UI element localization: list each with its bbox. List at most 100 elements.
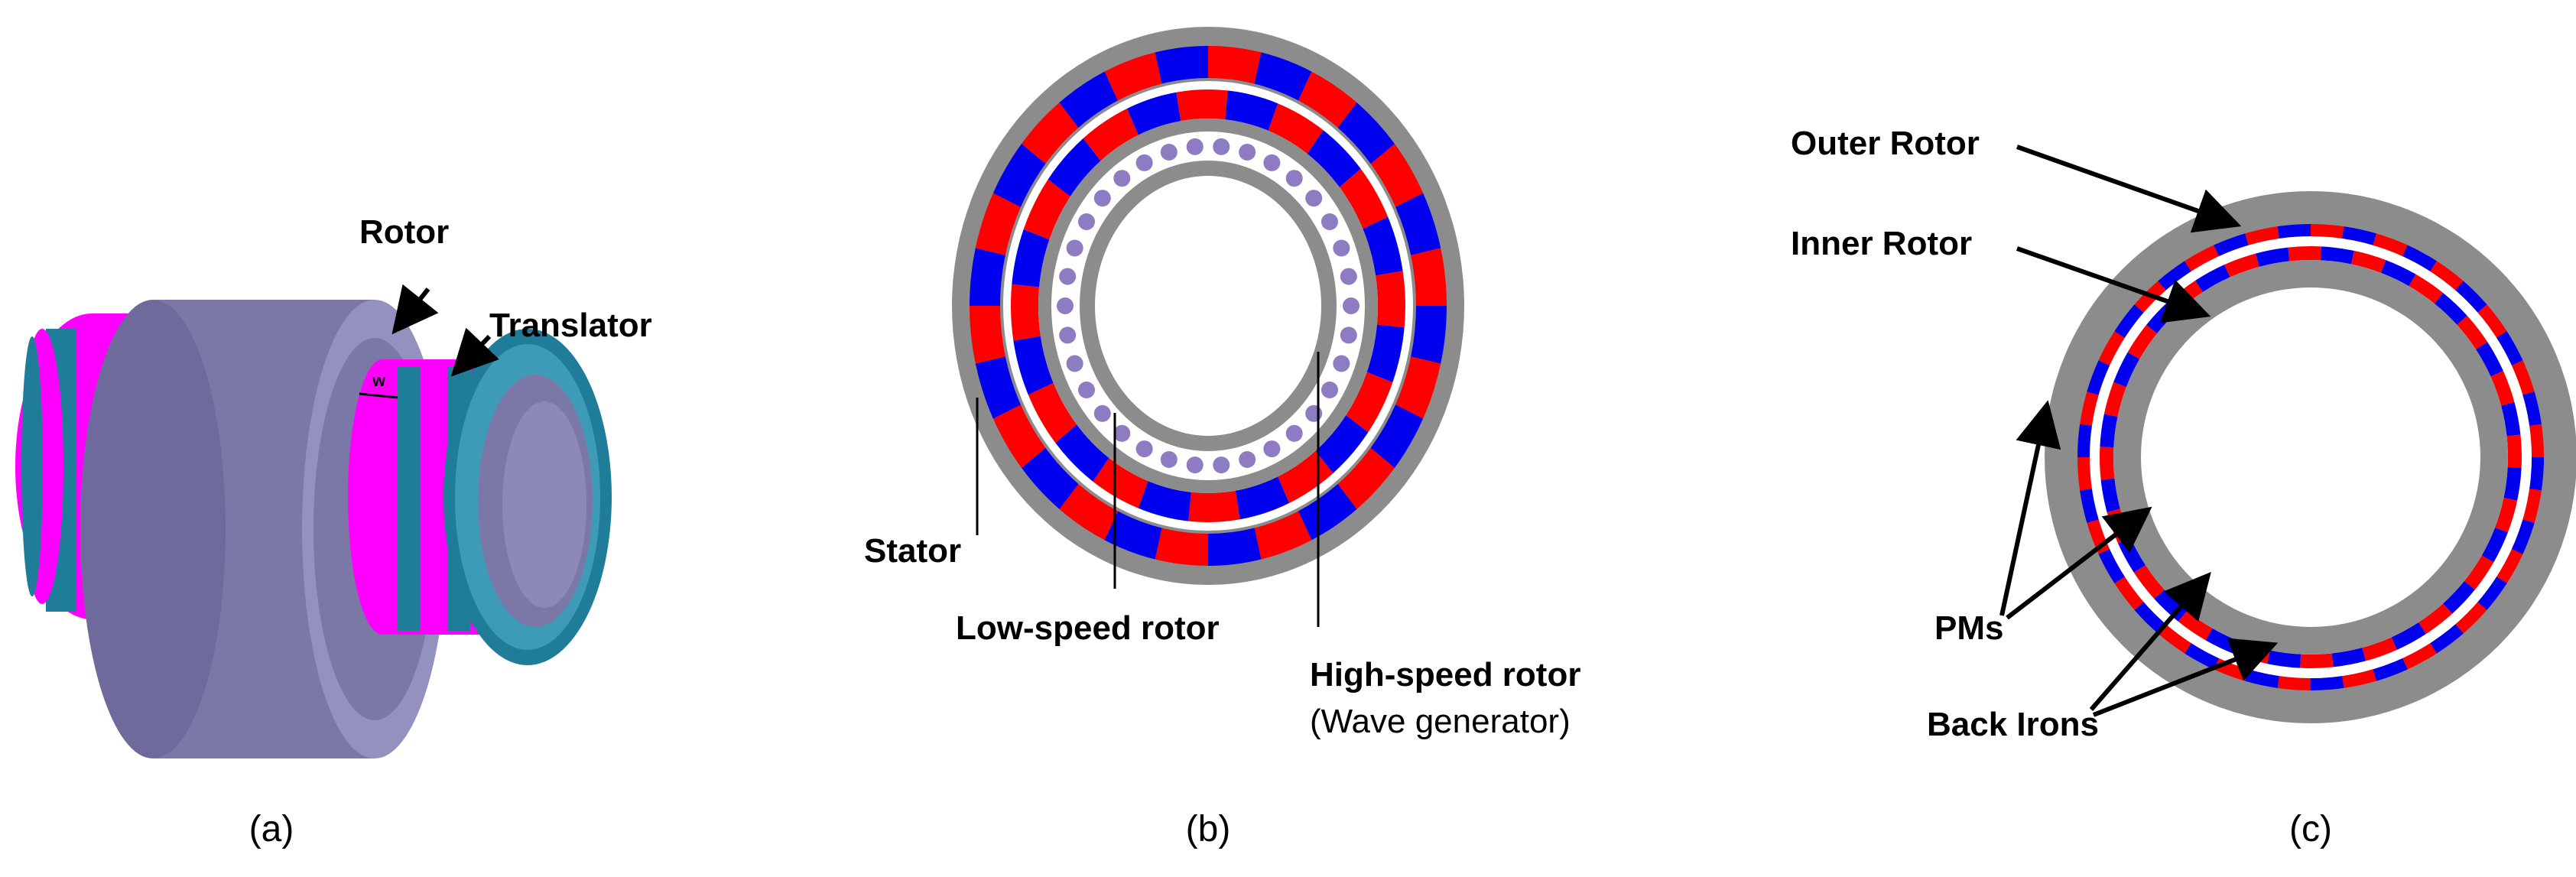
inner-rotor-pm-segment — [2443, 580, 2475, 614]
outer-rotor-pm-segment — [2311, 676, 2344, 690]
inner-rotor-pm-segment — [2481, 527, 2508, 563]
high-speed-rotor-pm-segment — [1225, 90, 1278, 131]
pole-piece — [1320, 382, 1338, 399]
inner-rotor-pm-segment — [2418, 603, 2453, 635]
pole-piece — [1186, 456, 1204, 474]
high-speed-rotor-pm-segment — [1366, 324, 1405, 383]
outer-rotor-pm-segment — [2373, 658, 2408, 681]
pole-piece — [1285, 424, 1303, 442]
back-irons-arrow-outer — [2092, 638, 2279, 717]
caption-c: (c) — [2289, 809, 2332, 849]
pole-piece — [1305, 404, 1323, 422]
inner-rotor-label: Inner Rotor — [1791, 225, 1972, 262]
bore — [2141, 287, 2480, 627]
pole-piece — [1213, 138, 1230, 155]
outer-rotor-pm-segment — [2402, 245, 2437, 271]
inner-rotor-pm-segment — [2103, 382, 2126, 417]
outer-rotor-pm-segment — [2277, 224, 2311, 239]
pole-piece — [1285, 170, 1303, 187]
stator-pm-segment — [1337, 447, 1395, 509]
stator-pm-segment — [992, 404, 1046, 468]
pole-piece — [1343, 297, 1359, 314]
wave-generator-label: (Wave generator) — [1310, 703, 1571, 740]
stator-pm-segment — [975, 193, 1021, 255]
high-speed-rotor-pm-segment — [1083, 109, 1139, 161]
outer-rotor-pm-segment — [2114, 577, 2144, 610]
high-speed-rotor-pm-segment — [1028, 382, 1077, 443]
stator-pm-segment — [1411, 248, 1447, 306]
stator-pm-segment — [1395, 356, 1441, 419]
outer-rotor-pm-segment — [2245, 226, 2279, 245]
outer-rotor-pm-segment — [2080, 391, 2099, 426]
pole-piece — [1113, 424, 1131, 442]
inner-rotor-pm-segment — [2320, 246, 2354, 265]
inner-rotor-pm-segment — [2391, 622, 2426, 650]
outer-rotor-arrow — [2016, 145, 2242, 233]
rotor-label: Rotor — [359, 213, 449, 251]
panel-c-coaxial-gear: Outer Rotor Inner Rotor PMs Back Irons (… — [1791, 125, 2576, 849]
stator-pm-segment — [970, 248, 1005, 306]
inner-rotor-pm-segment — [2380, 260, 2416, 287]
pole-piece — [1059, 268, 1077, 285]
outer-rotor-pm-segment — [2529, 457, 2544, 491]
outer-rotor-pm-segment — [2522, 489, 2542, 523]
inner-rotor-pm-segment — [2100, 478, 2120, 513]
outer-rotor-pm-segment — [2098, 331, 2125, 365]
pms-label: PMs — [1934, 609, 2003, 647]
pole-piece — [1239, 451, 1256, 469]
pole-piece — [1333, 355, 1350, 372]
outer-rotor-pm-segment — [2134, 602, 2166, 634]
outer-rotor-pm-segment — [2455, 602, 2487, 634]
high-speed-rotor-pm-segment — [1013, 336, 1054, 395]
outer-rotor-label: Outer Rotor — [1791, 125, 1980, 162]
outer-rotor-pm-segment — [2496, 331, 2523, 365]
outer-rotor-pm-segment — [2373, 233, 2408, 257]
pole-piece — [1057, 297, 1074, 314]
pole-piece — [1305, 190, 1323, 207]
high-speed-rotor-pm-segment — [1012, 229, 1050, 287]
stator-pm-segment — [1254, 52, 1312, 101]
inner-rotor-pm-segment — [2503, 466, 2522, 501]
high-speed-rotor-pm-segment — [1126, 92, 1181, 135]
pole-piece — [1113, 170, 1131, 187]
inner-rotor-pm-segment — [2506, 434, 2522, 468]
outer-rotor-pm-segment — [2098, 549, 2125, 583]
low-speed-rotor-label: Low-speed rotor — [956, 609, 1220, 647]
pole-piece — [1333, 239, 1350, 257]
high-speed-rotor-label: High-speed rotor — [1310, 656, 1580, 693]
outer-rotor-pm-segment — [2077, 424, 2092, 457]
outer-rotor-pm-segment — [2214, 233, 2249, 257]
high-speed-rotor-pm-segment — [1346, 372, 1393, 433]
high-speed-rotor-pm-segment — [1268, 103, 1324, 154]
stator-pm-segment — [1411, 306, 1447, 364]
pole-piece — [1135, 440, 1153, 458]
inner-rotor-pm-segment — [2255, 247, 2290, 267]
stator-pm-segment — [1155, 46, 1208, 84]
stator-pm-segment — [1298, 71, 1357, 128]
outer-rotor-pm-segment — [2511, 360, 2535, 395]
inner-rotor-pm-segment — [2288, 246, 2321, 261]
stator-pm-segment — [1022, 102, 1079, 164]
outer-rotor-pm-segment — [2496, 549, 2523, 583]
stator-pm-segment — [1022, 447, 1079, 509]
back-irons-arrow-inner — [2089, 571, 2211, 711]
translator-right-section — [348, 329, 612, 665]
outer-rotor-pm-segment — [2277, 676, 2311, 690]
gap-width-label: w — [372, 371, 386, 390]
pole-piece — [1066, 239, 1083, 257]
inner-rotor-pm-segment — [2362, 637, 2397, 661]
stator-pm-segment — [1104, 52, 1162, 101]
inner-rotor-pm-segment — [2409, 274, 2444, 304]
inner-rotor-pm-segment — [2464, 555, 2494, 590]
inner-rotor-pm-segment — [2100, 447, 2115, 480]
inner-rotor-pm-segment — [2457, 315, 2488, 349]
high-speed-rotor-pm-segment — [1363, 216, 1403, 276]
pole-piece — [1239, 143, 1256, 161]
outer-rotor-pm-segment — [2402, 643, 2437, 670]
inner-rotor-pm-segment — [2495, 498, 2518, 533]
inner-rotor-pm-segment — [2476, 342, 2503, 377]
pole-piece — [1059, 326, 1077, 344]
pole-piece — [1135, 154, 1153, 171]
stator-pm-segment — [1337, 102, 1395, 164]
outer-rotor-pm-segment — [2477, 577, 2507, 610]
